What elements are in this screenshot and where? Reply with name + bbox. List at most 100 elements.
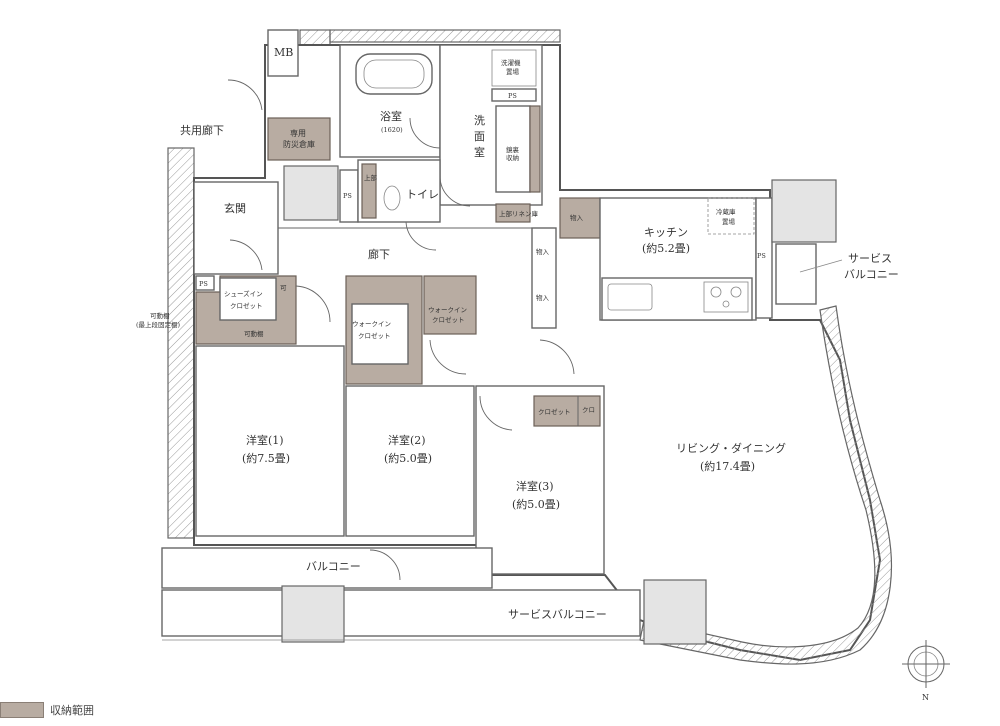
storage-2-label: 物入 <box>570 213 584 222</box>
shoes-closet-label-1: シューズイン <box>224 289 263 298</box>
toilet-shelf <box>361 163 377 219</box>
ps-washroom <box>491 88 537 102</box>
legend-text: 収納範囲 <box>50 704 94 717</box>
fridge-label-1: 冷蔵庫 <box>716 207 736 216</box>
service-balcony-right <box>775 243 817 305</box>
ps-genkan-label: PS <box>199 280 208 288</box>
walkin-closet-1-inner <box>351 303 409 365</box>
room-1-size: (約7.5畳) <box>242 451 290 465</box>
door-living <box>539 339 575 375</box>
door-room1 <box>295 285 331 323</box>
service-balcony-bottom <box>161 589 641 637</box>
living-size: (約17.4畳) <box>700 459 755 473</box>
genkan-area <box>193 181 279 275</box>
burner-2 <box>730 286 742 298</box>
closet-room3 <box>533 395 601 427</box>
bath-label: 浴室 <box>380 109 402 123</box>
movable-shelf-note-2: (最上段固定棚) <box>136 320 181 329</box>
balcony-label: バルコニー <box>306 560 361 573</box>
genkan-label: 玄関 <box>224 201 246 215</box>
mb-label: MB <box>274 46 293 59</box>
legend: 収納範囲 <box>0 702 94 718</box>
door-room2 <box>429 339 467 375</box>
wall-left <box>167 147 195 539</box>
door-genkan <box>229 239 263 271</box>
kitchen-counter <box>601 277 753 321</box>
linen-storage <box>495 203 531 223</box>
storage-1 <box>531 227 557 329</box>
corridor-label: 廊下 <box>368 247 390 261</box>
laundry-label-1: 洗濯機 <box>501 58 521 67</box>
mirror-storage-label: 鏡裏 <box>506 145 520 154</box>
service-balcony-bottom-label: サービスバルコニー <box>508 608 607 621</box>
bath-size-label: (1620) <box>381 126 403 134</box>
burner-3 <box>722 300 730 308</box>
ps-washroom-label: PS <box>508 92 517 100</box>
washroom-label-3: 室 <box>474 145 485 159</box>
service-balcony-right-2: バルコニー <box>844 268 899 281</box>
service-balcony-right-1: サービス <box>848 252 892 265</box>
ps-kitchen-label: PS <box>757 252 766 260</box>
fridge-space <box>707 197 755 235</box>
washroom-label-1: 洗 <box>474 114 485 127</box>
door-room3 <box>479 395 513 431</box>
room-1 <box>195 345 345 537</box>
mb-box <box>267 29 299 77</box>
pillar-bottom-2 <box>643 579 707 645</box>
shoes-closet-inner <box>219 277 277 321</box>
kitchen-label: キッチン <box>644 226 688 239</box>
storage-1-label: 物入 <box>536 247 550 256</box>
service-balcony-pointer <box>799 259 843 273</box>
walkin-closet-2 <box>423 275 477 335</box>
ps-genkan <box>195 275 215 291</box>
ps-kitchen <box>755 197 773 319</box>
wash-counter <box>495 105 531 193</box>
laundry-area <box>491 49 537 87</box>
storage-2 <box>559 197 601 239</box>
pillar-ne <box>771 179 837 243</box>
walkin-2-label-2: クロゼット <box>432 315 465 324</box>
fridge-label-2: 置場 <box>722 217 736 226</box>
bathtub-inner <box>363 59 425 89</box>
ps-toilet-label: PS <box>343 192 352 200</box>
disaster-storage-label-1: 専用 <box>290 128 306 138</box>
room-3-label: 洋室(3) <box>516 479 554 493</box>
laundry-label-2: 置場 <box>506 67 520 76</box>
compass-north: N <box>922 693 929 702</box>
washroom-label-2: 面 <box>474 130 485 143</box>
legend-swatch <box>0 702 44 718</box>
closet-room3-label-2: クロ <box>582 406 595 414</box>
wall-top <box>329 29 561 43</box>
stove <box>703 281 749 313</box>
toilet-shelf-label: 上部 <box>364 173 378 182</box>
door-bath <box>409 117 441 149</box>
door-entrance <box>227 79 263 111</box>
disaster-storage <box>267 117 331 161</box>
room-2 <box>345 385 475 537</box>
movable-shelf-1: 可 <box>280 284 287 292</box>
movable-shelf-note-1: 可動棚 <box>150 311 170 320</box>
toilet-label: トイレ <box>406 188 439 201</box>
living-label: リビング・ダイニング <box>676 441 786 455</box>
mirror-storage-label-2: 収納 <box>506 153 519 162</box>
room-3-size: (約5.0畳) <box>512 497 560 511</box>
genkan-step <box>283 165 339 221</box>
bathtub <box>355 53 433 95</box>
storage-1b-label: 物入 <box>536 293 550 302</box>
kitchen-size-label: (約5.2畳) <box>642 241 690 255</box>
toilet-bowl <box>383 185 401 211</box>
shoes-closet-label-2: クロゼット <box>230 301 263 310</box>
common-corridor-label: 共用廊下 <box>180 123 224 137</box>
door-balcony <box>369 549 401 581</box>
room-2-size: (約5.0畳) <box>384 451 432 465</box>
room-1-label: 洋室(1) <box>246 433 284 447</box>
door-washroom <box>439 175 471 207</box>
room-2-label: 洋室(2) <box>388 433 426 447</box>
linen-label: 上部リネン庫 <box>499 209 539 218</box>
walkin-2-label-1: ウォークイン <box>428 306 467 314</box>
sink <box>607 283 653 311</box>
pillar-bottom-1 <box>281 585 345 643</box>
burner-1 <box>710 286 722 298</box>
walkin-1-label-1: ウォークイン <box>352 320 391 328</box>
